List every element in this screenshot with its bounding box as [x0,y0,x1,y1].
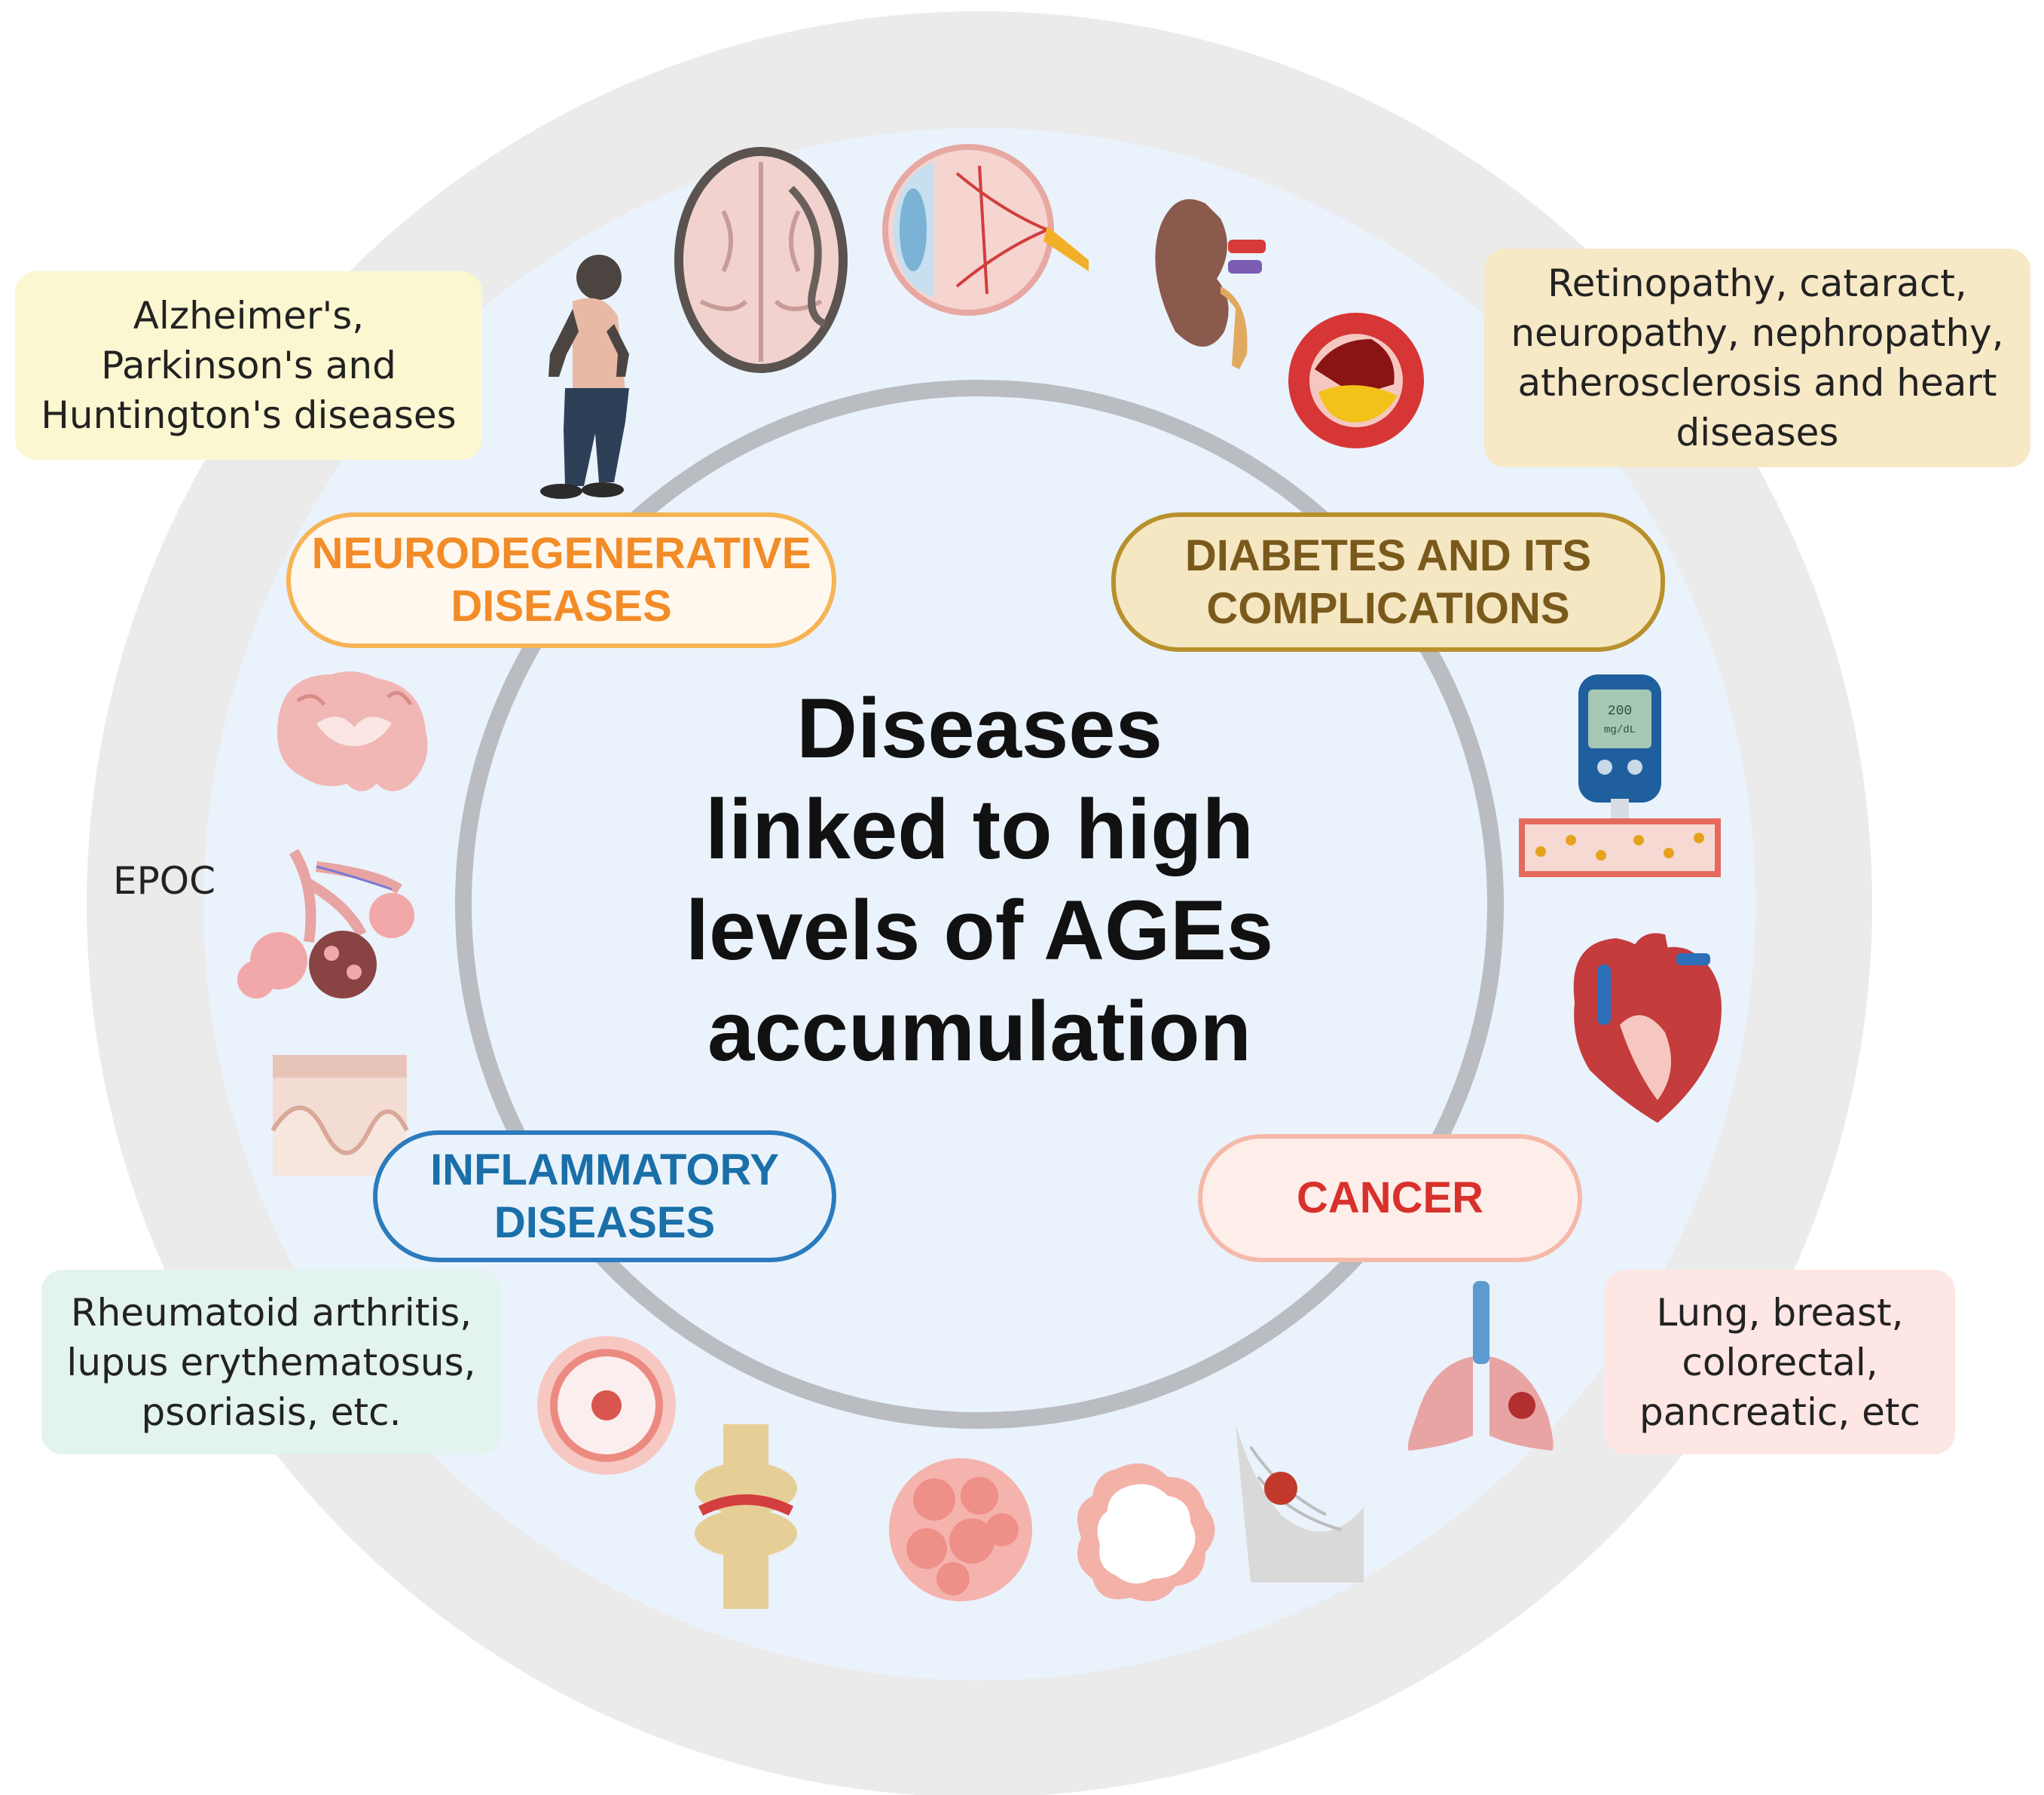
glucometer-icon: 200 mg/dL [1519,674,1721,877]
brain-icon [674,147,848,373]
category-label: DISEASES [493,1197,716,1247]
example-line: Alzheimer's, [133,294,365,338]
example-line: lupus erythematosus, [66,1340,476,1384]
example-line: diseases [1676,411,1839,454]
epoc-label: EPOC [113,859,216,903]
examples-cancer: Lung, breast, colorectal, pancreatic, et… [1605,1270,1955,1454]
examples-inflammatory: Rheumatoid arthritis, lupus erythematosu… [41,1270,501,1454]
category-inflammatory: INFLAMMATORY DISEASES [373,1130,836,1262]
tumor-cell-icon [1077,1463,1215,1601]
glucometer-unit: mg/dL [1604,724,1636,736]
glucometer-value: 200 [1608,704,1632,719]
category-cancer: CANCER [1198,1134,1582,1262]
example-line: Retinopathy, cataract, [1548,261,1967,305]
lungs-tumor-icon [1407,1281,1554,1451]
example-line: colorectal, [1682,1340,1878,1384]
category-label: INFLAMMATORY [430,1145,779,1194]
inner-ring [455,380,1504,1429]
example-line: neuropathy, nephropathy, [1511,311,2004,355]
skin-layer-icon [270,1055,409,1176]
center-title-line: levels of AGEs [685,883,1274,977]
breast-tumor-icon [1236,1424,1364,1582]
category-label: DIABETES AND ITS [1184,531,1592,580]
example-line: psoriasis, etc. [141,1390,402,1434]
artery-plaque-icon [1288,313,1424,448]
center-title-line: Diseases [796,681,1163,775]
alveoli-icon [237,849,414,998]
example-line: Parkinson's and [101,344,396,387]
example-line: pancreatic, etc [1639,1390,1921,1434]
center-title: Diseases linked to high levels of AGEs a… [648,678,1311,1082]
center-title-line: accumulation [707,984,1251,1078]
heart-icon [1573,933,1722,1123]
brain-coronal-icon [277,671,428,791]
walking-elderly-man-icon [540,255,629,499]
category-diabetes: DIABETES AND ITS COMPLICATIONS [1111,512,1665,652]
category-label: COMPLICATIONS [1206,583,1570,633]
center-title-line: linked to high [705,782,1254,876]
eye-icon [882,144,1089,316]
example-line: Lung, breast, [1656,1290,1904,1335]
category-neurodegenerative: NEURODEGENERATIVE DISEASES [286,512,836,648]
examples-neurodegenerative: Alzheimer's, Parkinson's and Huntington'… [15,271,482,460]
cell-cluster-icon [889,1458,1032,1601]
skin-lesion-icon [537,1336,676,1475]
category-label: DISEASES [451,582,672,631]
kidney-icon [1155,199,1266,369]
example-line: Rheumatoid arthritis, [70,1290,472,1335]
example-line: atherosclerosis and heart [1517,361,1997,405]
category-label: NEURODEGENERATIVE [311,529,811,578]
example-line: Huntington's diseases [41,393,457,437]
knee-joint-icon [695,1424,797,1609]
category-label: CANCER [1296,1173,1484,1222]
examples-diabetes: Retinopathy, cataract, neuropathy, nephr… [1484,249,2030,467]
